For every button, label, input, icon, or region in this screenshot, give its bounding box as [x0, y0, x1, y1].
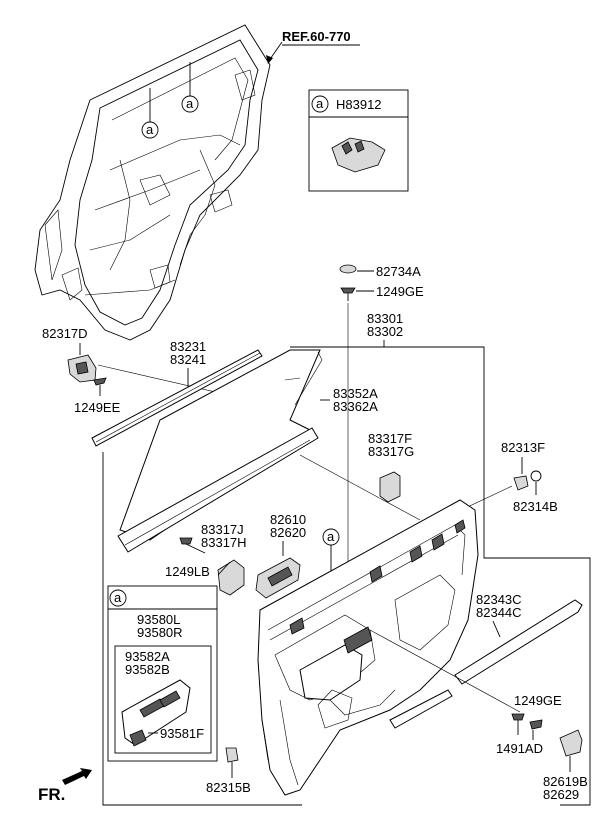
label-82620[interactable]: 82620	[270, 525, 306, 540]
assembly-boundary-right	[290, 346, 591, 806]
label-83317f[interactable]: 83317F	[368, 431, 412, 446]
screw-1249ge-top-icon	[340, 287, 356, 294]
label-82734a[interactable]: 82734A	[376, 264, 421, 279]
detail-box-h83912: a H83912	[308, 89, 409, 192]
door-trim-panel	[257, 499, 479, 796]
cap-82734a-icon	[339, 264, 357, 274]
reference-arrowhead	[266, 55, 273, 64]
label-82315b[interactable]: 82315B	[206, 780, 251, 795]
label-83362a[interactable]: 83362A	[333, 399, 378, 414]
label-83302[interactable]: 83302	[367, 324, 403, 339]
clip-82315b-icon	[225, 747, 239, 763]
label-93582a[interactable]: 93582A	[125, 649, 170, 664]
switch-box-callout: a	[114, 590, 122, 605]
label-82619b[interactable]: 82619B	[543, 774, 588, 789]
detail-box-part-number[interactable]: H83912	[336, 97, 382, 112]
ring-82314b-icon	[530, 470, 542, 482]
label-1249ge-bottom[interactable]: 1249GE	[514, 693, 562, 708]
label-82343c[interactable]: 82343C	[476, 592, 522, 607]
callout-a-frame-left: a	[146, 122, 154, 137]
label-83352a[interactable]: 83352A	[333, 386, 378, 401]
front-arrow-icon	[62, 768, 92, 785]
label-82313f[interactable]: 82313F	[501, 440, 545, 455]
label-82629[interactable]: 82629	[543, 787, 579, 802]
label-82314b[interactable]: 82314B	[513, 499, 558, 514]
clip-82313f-icon	[513, 475, 529, 491]
label-1491ad[interactable]: 1491AD	[496, 741, 543, 756]
pad-83317f-icon	[379, 471, 401, 503]
clip-1491ad-icon	[529, 719, 543, 730]
front-direction-label: FR.	[38, 785, 65, 804]
pad-83317j-icon	[217, 559, 245, 596]
callout-a-frame-right: a	[186, 96, 194, 111]
label-93581f[interactable]: 93581F	[160, 726, 204, 741]
label-83317h[interactable]: 83317H	[201, 535, 247, 550]
label-82344c[interactable]: 82344C	[476, 605, 522, 620]
connector-93581f-icon	[129, 729, 147, 747]
label-93580r[interactable]: 93580R	[137, 625, 183, 640]
label-83301[interactable]: 83301	[367, 311, 403, 326]
label-93582b[interactable]: 93582B	[125, 662, 170, 677]
label-1249ee[interactable]: 1249EE	[74, 400, 121, 415]
door-frame-illustration: a a	[34, 24, 271, 341]
label-82610[interactable]: 82610	[270, 512, 306, 527]
screw-1249lb-icon	[179, 537, 193, 545]
label-82317d[interactable]: 82317D	[42, 326, 88, 341]
label-83231[interactable]: 83231	[170, 339, 206, 354]
screw-1249ee-icon	[93, 377, 107, 386]
label-83241[interactable]: 83241	[170, 352, 206, 367]
callout-a-panel: a	[327, 529, 335, 544]
power-window-switch-detail-box: a 93580L 93580R 93582A 93582B 93581F	[107, 585, 218, 762]
label-83317j[interactable]: 83317J	[201, 522, 244, 537]
label-1249ge-top[interactable]: 1249GE	[376, 284, 424, 299]
reference-label[interactable]: REF.60-770	[282, 29, 351, 44]
cap-82619b-icon	[559, 729, 583, 757]
label-1249lb[interactable]: 1249LB	[165, 564, 210, 579]
label-93580l[interactable]: 93580L	[137, 612, 180, 627]
screw-1249ge-bottom-icon	[511, 713, 525, 721]
garnish-82343c	[454, 599, 583, 685]
detail-box-callout: a	[316, 96, 324, 111]
assembly-boundary-left	[102, 452, 302, 806]
label-83317g[interactable]: 83317G	[368, 444, 414, 459]
